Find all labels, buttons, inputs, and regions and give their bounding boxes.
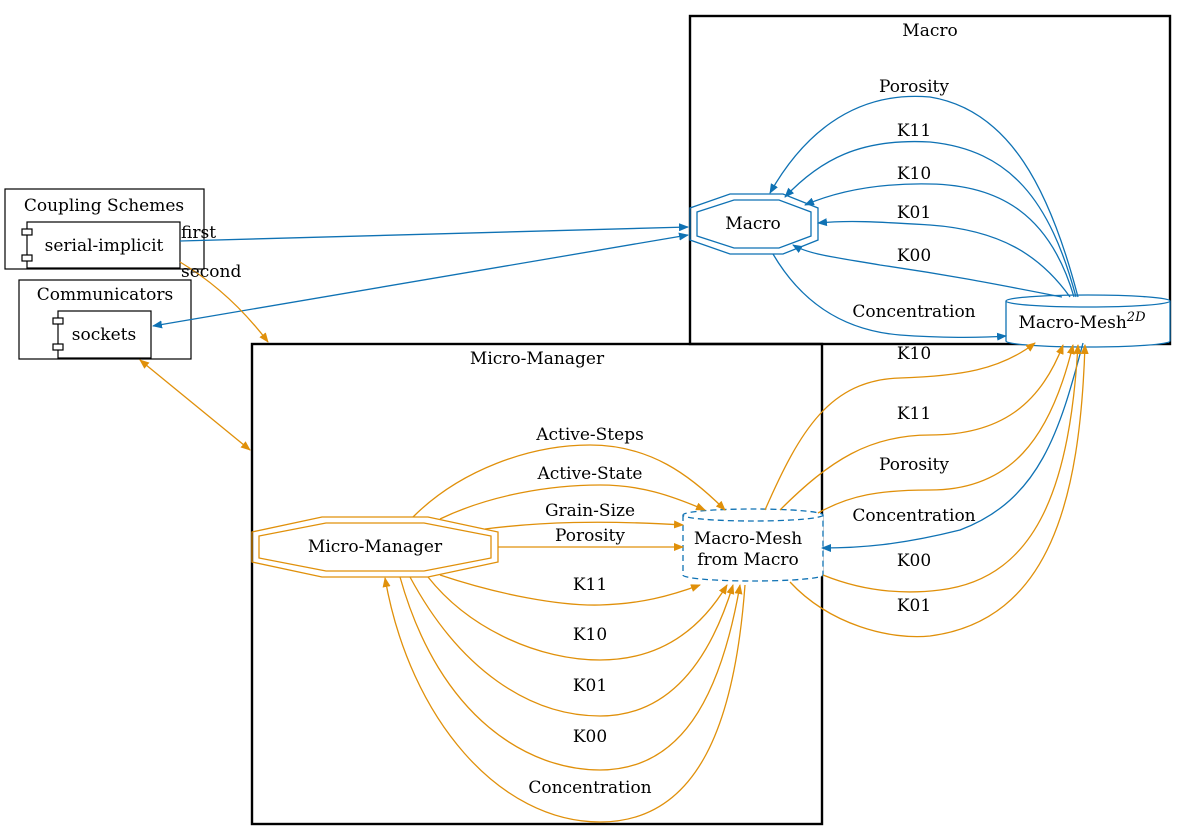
cluster-communicators: Communicators sockets <box>18 279 192 360</box>
edge-mesh-macro-k00 <box>792 244 1063 298</box>
sockets-label: sockets <box>72 325 136 345</box>
micro-mesh-label-line1: Macro-Mesh <box>694 529 802 549</box>
edge-local-mesh-k01 <box>789 344 1089 638</box>
edge-local-grain-size <box>484 520 684 530</box>
edge-first <box>179 223 689 242</box>
edge-local-active-steps <box>412 444 726 518</box>
node-macro-mesh-2d[interactable]: Macro-Mesh2D <box>1005 294 1171 348</box>
node-macro-mesh-2d-label: Macro-Mesh2D <box>1018 310 1146 333</box>
edge-local-k11 <box>439 574 701 606</box>
edge-sockets-micro <box>139 359 251 451</box>
edge-local-mesh-k00 <box>822 344 1082 593</box>
edge-label-porosity-macro: Porosity <box>879 77 949 97</box>
cluster-micro-manager: Micro-Manager <box>250 342 824 826</box>
macro-mesh-label: Macro-Mesh <box>1018 313 1126 333</box>
edge-local-mesh-k11 <box>779 344 1064 511</box>
edge-local-k10 <box>427 576 728 661</box>
edge-label-porosity-local: Porosity <box>555 526 625 546</box>
component-sockets[interactable]: sockets <box>52 310 152 359</box>
node-macro-mesh-from-macro[interactable]: Macro-Mesh from Macro <box>682 508 824 582</box>
edge-label-k11-local: K11 <box>573 575 607 595</box>
edge-label-active-state: Active-State <box>537 464 643 484</box>
edge-local-concentration <box>382 577 746 823</box>
edge-mesh-macro-porosity <box>769 95 1079 298</box>
component-port-icon <box>52 343 64 351</box>
edge-label-porosity-mesh: Porosity <box>879 455 949 475</box>
edge-local-mesh-k10 <box>764 342 1036 511</box>
edge-label-k10-local: K10 <box>573 625 607 645</box>
edge-label-first: first <box>181 223 216 243</box>
edge-label-second: second <box>181 262 241 282</box>
edge-macro-mesh-concentration <box>772 253 1007 341</box>
edge-label-active-steps: Active-Steps <box>535 425 644 445</box>
micro-mesh-label-line2: from Macro <box>697 550 799 570</box>
cluster-coupling-schemes: Coupling Schemes serial-implicit <box>4 188 205 270</box>
edge-label-k10-macro: K10 <box>897 164 931 184</box>
node-micro-manager-label: Micro-Manager <box>308 537 443 557</box>
edge-label-k01-local: K01 <box>573 676 607 696</box>
edge-local-active-state <box>439 484 706 520</box>
node-macro-label: Macro <box>725 214 780 234</box>
coupling-schemes-title: Coupling Schemes <box>24 196 184 216</box>
edge-label-k00-mesh: K00 <box>897 551 931 571</box>
communicators-title: Communicators <box>37 285 173 305</box>
cluster-macro: Macro <box>688 14 1172 346</box>
edge-labels: first second Porosity K11 K10 K01 K00 Co… <box>181 77 976 798</box>
edge-local-mesh-porosity <box>817 344 1075 514</box>
component-port-icon <box>52 317 64 325</box>
component-port-icon <box>21 228 33 236</box>
edge-label-k11-macro: K11 <box>897 121 931 141</box>
edge-label-k00-local: K00 <box>573 727 607 747</box>
edge-label-k00-macro: K00 <box>897 246 931 266</box>
edge-label-concentration-macro: Concentration <box>852 302 975 322</box>
edge-mesh-macro-k11 <box>784 140 1077 298</box>
node-micro-manager[interactable]: Micro-Manager <box>251 516 499 578</box>
edge-label-k01-macro: K01 <box>897 203 931 223</box>
node-macro[interactable]: Macro <box>689 193 819 255</box>
edge-label-concentration-mesh: Concentration <box>852 506 975 526</box>
edge-label-k11-mesh: K11 <box>897 404 931 424</box>
edge-label-grain-size: Grain-Size <box>545 501 635 521</box>
serial-implicit-label: serial-implicit <box>45 236 164 256</box>
edge-label-k10-mesh: K10 <box>897 344 931 364</box>
edge-second <box>179 261 269 343</box>
macro-mesh-superscript: 2D <box>1126 310 1146 325</box>
component-serial-implicit[interactable]: serial-implicit <box>21 221 181 269</box>
edge-mesh-macro-k01 <box>817 218 1071 298</box>
edge-local-k00 <box>399 576 743 771</box>
cluster-micro-manager-title: Micro-Manager <box>470 349 605 369</box>
edge-label-concentration-local: Concentration <box>528 778 651 798</box>
edge-local-k01 <box>409 576 735 717</box>
edge-mesh-macro-k10 <box>804 183 1075 298</box>
cluster-macro-title: Macro <box>902 21 957 41</box>
component-port-icon <box>21 254 33 262</box>
edges-micro <box>139 261 1089 823</box>
edge-label-k01-mesh: K01 <box>897 596 931 616</box>
edge-mesh-to-local-concentration <box>821 342 1084 552</box>
